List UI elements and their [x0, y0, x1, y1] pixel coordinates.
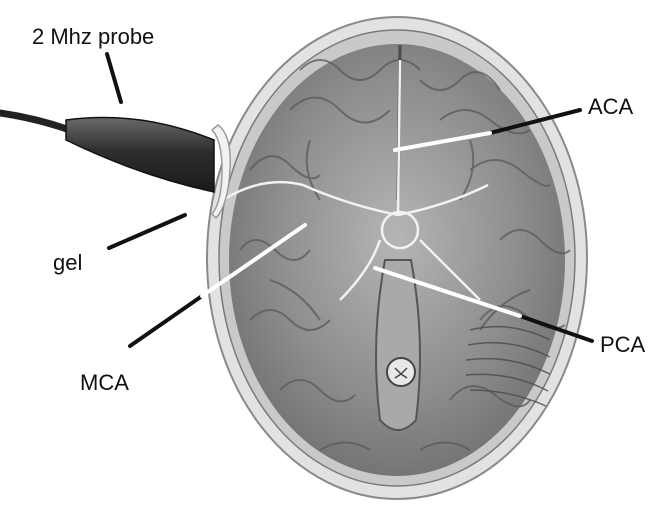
probe-leader-line — [107, 54, 121, 102]
brain-icon — [207, 17, 587, 499]
ultrasound-probe-icon — [0, 113, 214, 192]
pca-label: PCA — [600, 334, 645, 356]
probe-body — [66, 118, 214, 193]
mca-leader-line-dark — [130, 296, 202, 346]
gel-label: gel — [53, 252, 82, 274]
brainstem — [376, 260, 420, 430]
probe-cable — [0, 113, 70, 130]
spinal-cord — [387, 358, 415, 386]
gel-leader-line — [109, 215, 185, 248]
probe-label: 2 Mhz probe — [32, 26, 154, 48]
mca-label: MCA — [80, 372, 129, 394]
aca-label: ACA — [588, 96, 633, 118]
